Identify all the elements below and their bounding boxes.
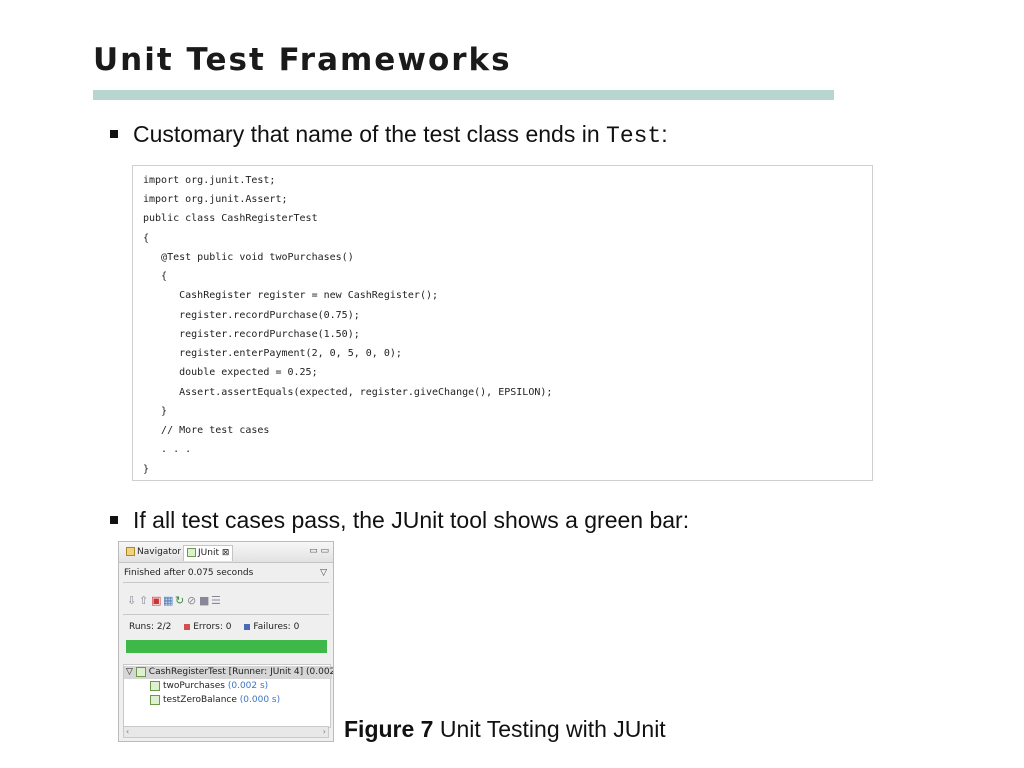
failures-counter: Failures: 0 bbox=[244, 622, 299, 632]
tree-row-time: (0.002 s) bbox=[227, 681, 269, 691]
layout-icon[interactable]: ▣ bbox=[151, 594, 168, 607]
junit-tab-bar: Navigator JUnit ⊠ ▭ ▭ bbox=[119, 542, 333, 563]
rerun-failed-icon[interactable]: ⊘ bbox=[187, 594, 203, 607]
code-line: CashRegister register = new CashRegister… bbox=[143, 290, 439, 301]
code-line: } bbox=[143, 406, 168, 417]
tree-row-time: (0.000 s) bbox=[239, 695, 281, 705]
rerun-icon[interactable]: ↻ bbox=[175, 594, 191, 607]
navigator-icon bbox=[126, 547, 135, 556]
junit-counters: Runs: 2/2 Errors: 0 Failures: 0 bbox=[129, 622, 309, 632]
stop-icon[interactable]: ■ bbox=[199, 594, 216, 607]
code-line: register.recordPurchase(1.50); bbox=[143, 329, 360, 340]
code-line: @Test public void twoPurchases() bbox=[143, 252, 354, 263]
view-menu-chevron-icon[interactable]: ▽ bbox=[320, 568, 327, 578]
expand-triangle-icon[interactable]: ▽ bbox=[126, 667, 133, 677]
bullet-square-icon bbox=[110, 129, 118, 138]
code-line: } bbox=[143, 464, 150, 475]
tab-junit-label: JUnit bbox=[198, 548, 219, 558]
bullet1-code: Test bbox=[606, 123, 662, 149]
slide-title: Unit Test Frameworks bbox=[93, 42, 512, 78]
test-suite-icon bbox=[135, 666, 146, 677]
test-tree: ▽ CashRegisterTest [Runner: JUnit 4] (0.… bbox=[123, 664, 334, 728]
bullet1-text: Customary that name of the test class en… bbox=[133, 121, 607, 147]
arrow-up-icon[interactable]: ⇧ bbox=[139, 594, 155, 607]
code-line: . . . bbox=[143, 444, 192, 455]
divider bbox=[123, 582, 329, 583]
errors-counter: Errors: 0 bbox=[184, 622, 232, 632]
tree-row-label: testZeroBalance bbox=[163, 695, 237, 705]
error-icon bbox=[184, 623, 191, 630]
scroll-left-icon[interactable]: ‹ bbox=[126, 727, 130, 736]
tree-row-label: twoPurchases bbox=[163, 681, 225, 691]
code-listing: import org.junit.Test; import org.junit.… bbox=[132, 165, 873, 481]
tree-row-test[interactable]: twoPurchases (0.002 s) bbox=[150, 680, 268, 693]
title-underline bbox=[93, 90, 834, 100]
failure-icon bbox=[244, 623, 251, 630]
tree-row-label: CashRegisterTest [Runner: JUnit 4] (0.00… bbox=[148, 667, 334, 677]
bullet-test-class-naming: Customary that name of the test class en… bbox=[110, 121, 668, 149]
code-line: { bbox=[143, 271, 168, 282]
junit-panel-screenshot: Navigator JUnit ⊠ ▭ ▭ Finished after 0.0… bbox=[118, 541, 334, 742]
code-line: register.enterPayment(2, 0, 5, 0, 0); bbox=[143, 348, 402, 359]
bullet1-suffix: : bbox=[661, 121, 668, 147]
figure-label: Figure 7 bbox=[344, 716, 434, 742]
bullet-green-bar: If all test cases pass, the JUnit tool s… bbox=[110, 507, 689, 534]
test-pass-icon bbox=[150, 694, 160, 705]
tab-navigator-label: Navigator bbox=[137, 547, 182, 557]
close-icon[interactable]: ⊠ bbox=[221, 548, 230, 558]
code-line: import org.junit.Assert; bbox=[143, 194, 288, 205]
test-progress-bar bbox=[126, 640, 327, 653]
tree-row-suite[interactable]: ▽ CashRegisterTest [Runner: JUnit 4] (0.… bbox=[124, 666, 334, 679]
divider bbox=[123, 614, 329, 615]
tree-row-test[interactable]: testZeroBalance (0.000 s) bbox=[150, 694, 280, 707]
code-line: register.recordPurchase(0.75); bbox=[143, 310, 360, 321]
code-line: import org.junit.Test; bbox=[143, 175, 276, 186]
window-buttons[interactable]: ▭ ▭ bbox=[309, 546, 329, 556]
test-pass-icon bbox=[150, 680, 160, 691]
tab-navigator[interactable]: Navigator bbox=[123, 545, 184, 560]
view-menu-icon[interactable]: ☰ bbox=[211, 594, 227, 607]
bullet2-text: If all test cases pass, the JUnit tool s… bbox=[133, 507, 690, 533]
figure-caption-text: Unit Testing with JUnit bbox=[433, 716, 666, 742]
code-line: Assert.assertEquals(expected, register.g… bbox=[143, 387, 553, 398]
junit-icon bbox=[187, 548, 196, 557]
arrow-down-icon[interactable]: ⇩ bbox=[127, 594, 143, 607]
code-line: // More test cases bbox=[143, 425, 270, 436]
junit-toolbar: ⇩⇧▣▦↻⊘■☰ bbox=[127, 594, 223, 607]
scroll-right-icon[interactable]: › bbox=[322, 727, 326, 736]
code-line: double expected = 0.25; bbox=[143, 367, 318, 378]
run-status: Finished after 0.075 seconds bbox=[124, 568, 254, 578]
code-line: public class CashRegisterTest bbox=[143, 213, 318, 224]
runs-counter: Runs: 2/2 bbox=[129, 622, 172, 632]
figure-caption: Figure 7 Unit Testing with JUnit bbox=[344, 716, 666, 743]
code-line: { bbox=[143, 233, 150, 244]
horizontal-scrollbar[interactable]: ‹ › bbox=[123, 726, 329, 738]
history-icon[interactable]: ▦ bbox=[163, 594, 180, 607]
tab-junit[interactable]: JUnit ⊠ bbox=[183, 545, 234, 561]
bullet-square-icon bbox=[110, 515, 118, 524]
